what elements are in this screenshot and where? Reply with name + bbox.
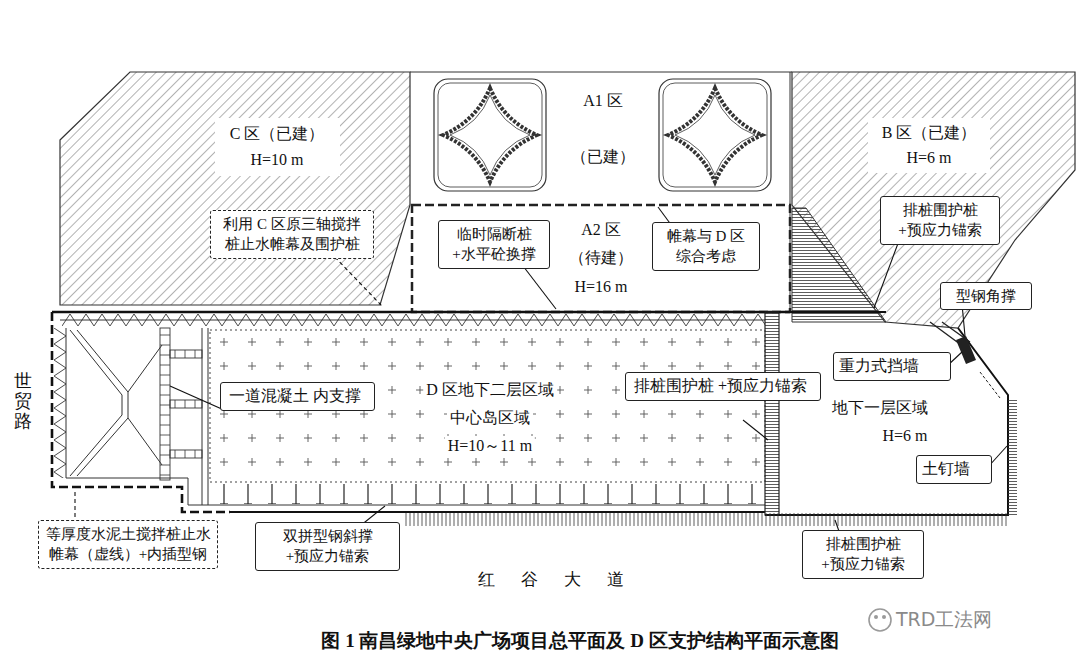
road-name: 世贸路 xyxy=(14,372,32,431)
callout-text: 一道混凝土 内支撑 xyxy=(226,386,364,405)
callout-box: 等厚度水泥土搅拌桩止水 帷幕（虚线）+内插型钢 xyxy=(38,520,218,569)
callout-box: 土钉墙 xyxy=(916,455,992,484)
zone-label: 中心岛区域 xyxy=(447,408,533,427)
callout-text: 利用 C 区原三轴搅拌 桩止水帷幕及围护桩 xyxy=(216,214,368,255)
zone-label: H=6 m xyxy=(906,148,951,167)
zone-label: H=10～11 m xyxy=(445,436,535,455)
zone-label: B 区（已建） xyxy=(882,123,977,142)
callout-text: 帷幕与 D 区 综合考虑 xyxy=(658,226,754,267)
callout-box: 排桩围护桩 +预应力锚索 xyxy=(802,530,924,579)
callout-text: 排桩围护桩 +预应力锚索 xyxy=(886,200,994,241)
callout-text: 双拼型钢斜撑 +预应力锚索 xyxy=(261,526,394,567)
zone-label: C 区（已建） xyxy=(230,124,325,143)
callout-text: 等厚度水泥土搅拌桩止水 帷幕（虚线）+内插型钢 xyxy=(44,524,212,565)
zone-label: H=10 m xyxy=(250,150,303,169)
site-zone: C 区（已建） H=10 m xyxy=(215,118,340,176)
callout-text: 排桩围护桩 +预应力锚索 xyxy=(808,534,918,575)
zone-label: H=6 m xyxy=(882,426,927,445)
callout-box: 型钢角撑 xyxy=(940,282,1032,310)
callout-text: 型钢角撑 xyxy=(946,286,1026,306)
callout-box: 一道混凝土 内支撑 xyxy=(220,382,375,411)
callout-box: 利用 C 区原三轴搅拌 桩止水帷幕及围护桩 xyxy=(210,210,374,259)
zone-label: 地下一层区域 xyxy=(832,398,928,417)
callout-box: 双拼型钢斜撑 +预应力锚索 xyxy=(255,522,400,571)
site-zone: D 区地下二层区域中心岛区域H=10～11 m一道混凝土 内支撑排桩围护桩 +预… xyxy=(210,330,765,482)
zone-label: A1 区 xyxy=(583,91,623,110)
callout-text: 临时隔断桩 +水平砼换撑 xyxy=(444,224,544,265)
zone-label: （待建） xyxy=(569,248,633,267)
figure-caption: 图 1 南昌绿地中央广场项目总平面及 D 区支护结构平面示意图 xyxy=(321,628,838,654)
site-zone: B 区（已建） H=6 m xyxy=(868,118,990,173)
callout-text: 重力式挡墙 xyxy=(839,356,919,375)
site-zone: A2 区 （待建） H=16 m xyxy=(555,215,647,305)
road-name: 红谷大道 xyxy=(478,568,650,591)
zone-label: D 区地下二层区域 xyxy=(423,380,557,399)
callout-box: 排桩围护桩 +预应力锚索 xyxy=(880,196,1000,245)
zone-label: H=16 m xyxy=(574,277,627,296)
callout-box: 临时隔断桩 +水平砼换撑 xyxy=(438,220,550,269)
zone-label: （已建） xyxy=(571,147,635,166)
site-zone: A1 区 （已建） xyxy=(555,85,651,180)
callout-text: 土钉墙 xyxy=(922,459,970,478)
callout-box: 帷幕与 D 区 综合考虑 xyxy=(652,222,760,271)
watermark: TRD工法网 xyxy=(896,607,992,633)
callout-box: 重力式挡墙 xyxy=(833,352,951,381)
callout-text: 排桩围护桩 +预应力锚索 xyxy=(631,376,810,395)
site-zone: 地下一层区域 H=6 m 重力式挡墙土钉墙 xyxy=(780,322,1006,512)
zone-label: A2 区 xyxy=(581,220,621,239)
callout-box: 排桩围护桩 +预应力锚索 xyxy=(625,372,821,401)
